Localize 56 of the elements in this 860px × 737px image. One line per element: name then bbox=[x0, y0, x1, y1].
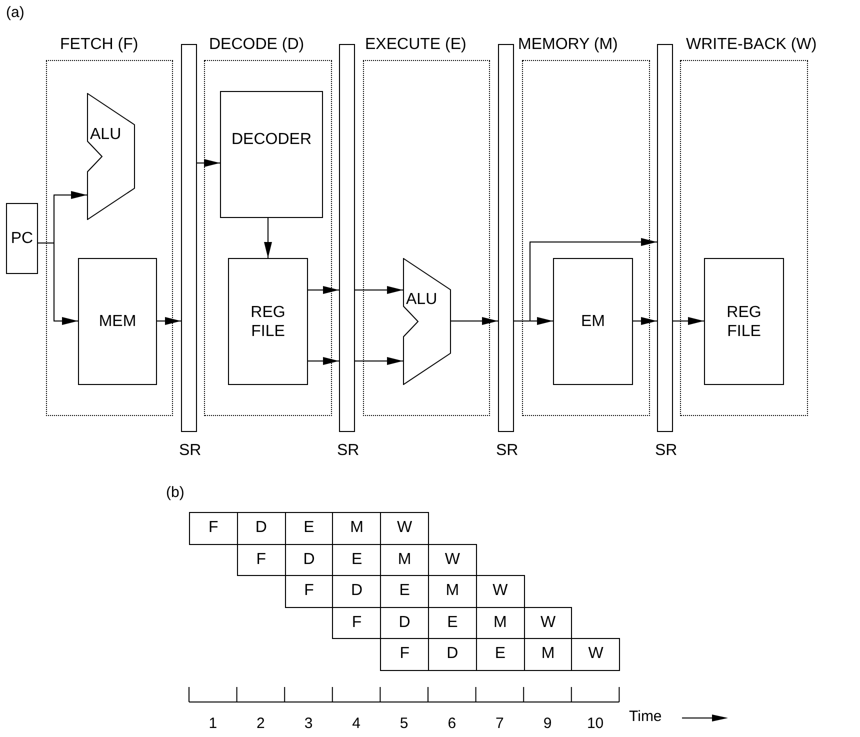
component-label: DECODER bbox=[230, 130, 312, 149]
arrow bbox=[632, 317, 658, 325]
component-label: PC bbox=[10, 229, 34, 248]
time-tick-label: 7 bbox=[496, 715, 504, 733]
register-label: SR bbox=[179, 442, 202, 460]
pipeline-cell: F bbox=[236, 544, 286, 576]
pipeline-cell: F bbox=[332, 606, 382, 639]
arrow bbox=[450, 317, 498, 325]
stage-heading: DECODE (D) bbox=[209, 36, 304, 53]
time-tick-label: 6 bbox=[448, 715, 456, 733]
time-tick-label: 9 bbox=[543, 715, 552, 733]
component-label: MEM bbox=[98, 312, 138, 331]
stage-heading: WRITE-BACK (W) bbox=[686, 36, 817, 53]
alu-label: ALU bbox=[90, 126, 122, 144]
arrow bbox=[196, 159, 220, 167]
stage-heading: EXECUTE (E) bbox=[365, 36, 466, 53]
panel-label: (a) bbox=[6, 4, 24, 22]
component-box bbox=[6, 203, 38, 274]
component-box bbox=[553, 258, 633, 385]
pipeline-cell: F bbox=[284, 575, 334, 608]
time-tick-label: 5 bbox=[400, 715, 408, 733]
component-box bbox=[228, 258, 308, 385]
stage-heading: MEMORY (M) bbox=[518, 36, 618, 53]
register-label: SR bbox=[337, 442, 360, 460]
arrow bbox=[264, 218, 272, 258]
pipeline-cell: W bbox=[476, 575, 525, 608]
time-tick-label: 3 bbox=[304, 715, 313, 733]
arrow bbox=[156, 317, 182, 325]
pipeline-cell: F bbox=[380, 638, 429, 670]
time-tick-label: 2 bbox=[256, 715, 265, 733]
alu-label: ALU bbox=[406, 291, 438, 309]
arrow bbox=[672, 317, 704, 325]
arrow bbox=[354, 357, 404, 365]
time-label: Time bbox=[629, 708, 662, 726]
component-label: REG FILE bbox=[726, 302, 762, 340]
panel-label: (b) bbox=[166, 484, 184, 502]
component-label: EM bbox=[580, 312, 606, 331]
component-box bbox=[220, 91, 323, 218]
pipeline-cell: W bbox=[380, 512, 429, 544]
component-box bbox=[704, 258, 784, 385]
arrow bbox=[308, 357, 340, 365]
time-tick-label: 4 bbox=[352, 715, 360, 733]
pipeline-cell: W bbox=[571, 638, 620, 670]
component-box bbox=[78, 258, 157, 385]
pipeline-cell: F bbox=[189, 512, 238, 544]
arrow bbox=[514, 238, 658, 322]
register-label: SR bbox=[655, 442, 678, 460]
register-label: SR bbox=[496, 442, 518, 460]
arrow bbox=[308, 286, 340, 294]
pipeline-cell: W bbox=[428, 544, 477, 576]
arrow bbox=[354, 286, 404, 294]
time-tick-label: 1 bbox=[208, 715, 218, 733]
component-label: REG FILE bbox=[250, 302, 286, 340]
stage-heading: FETCH (F) bbox=[60, 36, 138, 53]
time-tick-label: 10 bbox=[586, 715, 604, 733]
pipeline-cell: W bbox=[524, 606, 572, 639]
